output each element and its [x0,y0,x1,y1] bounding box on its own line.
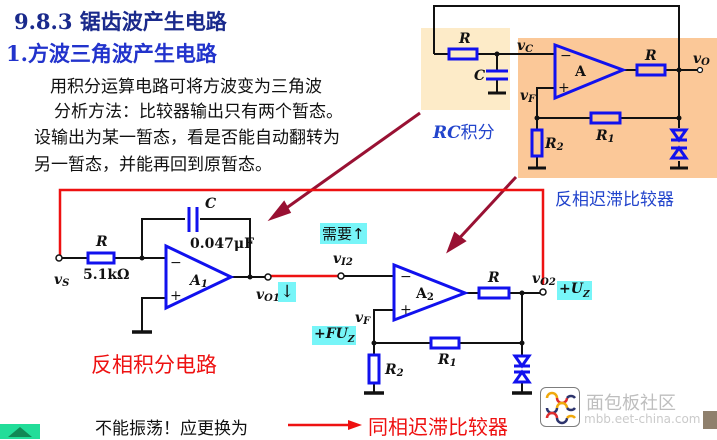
top-components [447,42,689,160]
top-opamp-a [553,42,628,101]
integrator-label-opamp: A1 [188,273,208,290]
inverting-integrator-caption: 反相积分电路 [91,353,217,377]
comparator-background [518,38,717,178]
integrator-label-vs: vS [54,272,69,289]
comparator-wires [343,275,540,395]
watermark-logo-icon [540,387,580,427]
comparator-label-r: R [487,270,500,286]
top-resistor-r-output [635,63,667,77]
comparator-label-opamp: A2 [415,286,434,303]
vo-terminal [696,66,704,74]
slide-nav-up-button[interactable] [0,424,40,439]
comparator-resistor-r2 [367,353,381,385]
top-label-opamp: A [574,64,587,80]
comparator-label-r1: R1 [437,352,457,369]
comparator-components [367,262,532,385]
rc-integrator-background [421,28,510,110]
red-feedback-wire [58,188,545,285]
top-label-r2: R2 [544,136,564,153]
integrator-label-c-value: 0.047μF [190,236,254,252]
comparator-opamp-a2 [392,262,470,323]
top-label-vc: vC [517,38,533,55]
integrator-junctions [139,255,253,280]
comparator-junctions [371,290,525,346]
integrator-label-r: R [95,234,108,250]
top-junctions [494,51,682,121]
pointer-arrowhead-2 [446,231,467,254]
integrator-resistor-r [86,251,116,265]
plus-fuz-badge: +FUZ [312,326,357,345]
top-label-vf: vF [520,88,536,105]
up-triangle-icon [8,427,32,437]
vi2-terminal[interactable] [337,272,345,280]
comparator-resistor-r [477,286,511,300]
top-resistor-r2 [530,128,544,158]
top-resistor-r1 [589,111,622,125]
watermark-url: mbb.eet-china.com [584,412,701,426]
watermark-rings-icon [545,391,576,425]
cannot-oscillate-note: 不能振荡！应更换为 [95,419,248,439]
vo1-terminal[interactable] [264,273,272,281]
comparator-resistor-r1 [429,336,461,350]
watermark-corner-tab [703,411,717,429]
rc-caption-latin: RC [433,123,461,143]
watermark-name: 面包板社区 [586,393,676,414]
integrator-label-r-value: 5.1kΩ [83,267,130,283]
integrator-label-c: C [205,196,216,212]
vo1-down-arrow-badge: ↓ [278,282,297,302]
comparator-zener-diodes [512,354,532,384]
top-label-c: C [474,68,485,84]
top-label-r1: R1 [595,128,615,145]
watermark: 面包板社区 mbb.eet-china.com [540,383,717,439]
need-up-badge: 需要↑ [320,223,367,244]
noninverting-comparator-label: 同相迟滞比较器 [368,415,508,439]
body-line-3: 设输出为某一暂态，看是否能自动翻转为 [34,128,340,148]
body-line-2: 分析方法：比较器输出只有两个暂态。 [54,102,343,122]
top-label-vo: vO [693,51,710,68]
comparator-plus: + [400,302,412,318]
integrator-wires [60,218,267,334]
comparator-label-r2: R2 [384,362,404,379]
pointer-arrow-to-integrator [277,111,421,216]
integrator-plus: + [170,288,182,304]
bottom-red-arrow [288,420,362,430]
pointer-arrows [267,111,518,254]
pointer-arrowhead-1 [267,200,292,222]
pointer-arrow-to-comparator [452,175,518,246]
integrator-label-vo1: vO1 [256,287,280,304]
top-zener-diodes [669,128,689,160]
body-line-1: 用积分运算电路可将方波变为三角波 [50,77,322,97]
inverting-hysteresis-comparator-caption: 反相迟滞比较器 [555,190,674,210]
integrator-minus: − [170,255,182,271]
body-line-4: 另一暂态，并能再回到原暂态。 [34,155,272,175]
plus-uz-badge: +UZ [557,281,592,300]
integrator-opamp-a1 [164,243,235,311]
top-opamp-plus: + [558,80,570,96]
comparator-label-vf: vF [355,310,371,327]
vs-terminal[interactable] [55,254,63,262]
comparator-label-vo2: vO2 [532,271,556,288]
comparator-label-vi2: vI2 [333,251,353,268]
section-heading: 9.8.3 锯齿波产生电路 [14,9,227,34]
top-resistor-r-input [447,47,479,61]
top-label-r-input: R [458,31,471,47]
rc-caption-cn: 积分 [460,123,495,143]
subsection-heading: 1.方波三角波产生电路 [6,41,217,66]
top-label-r-output: R [644,48,657,64]
top-opamp-minus: − [560,48,572,64]
vo2-terminal[interactable] [539,288,547,296]
rc-integrator-caption: RC积分 [433,118,495,143]
integrator-components [86,207,235,311]
comparator-minus: − [400,269,412,285]
